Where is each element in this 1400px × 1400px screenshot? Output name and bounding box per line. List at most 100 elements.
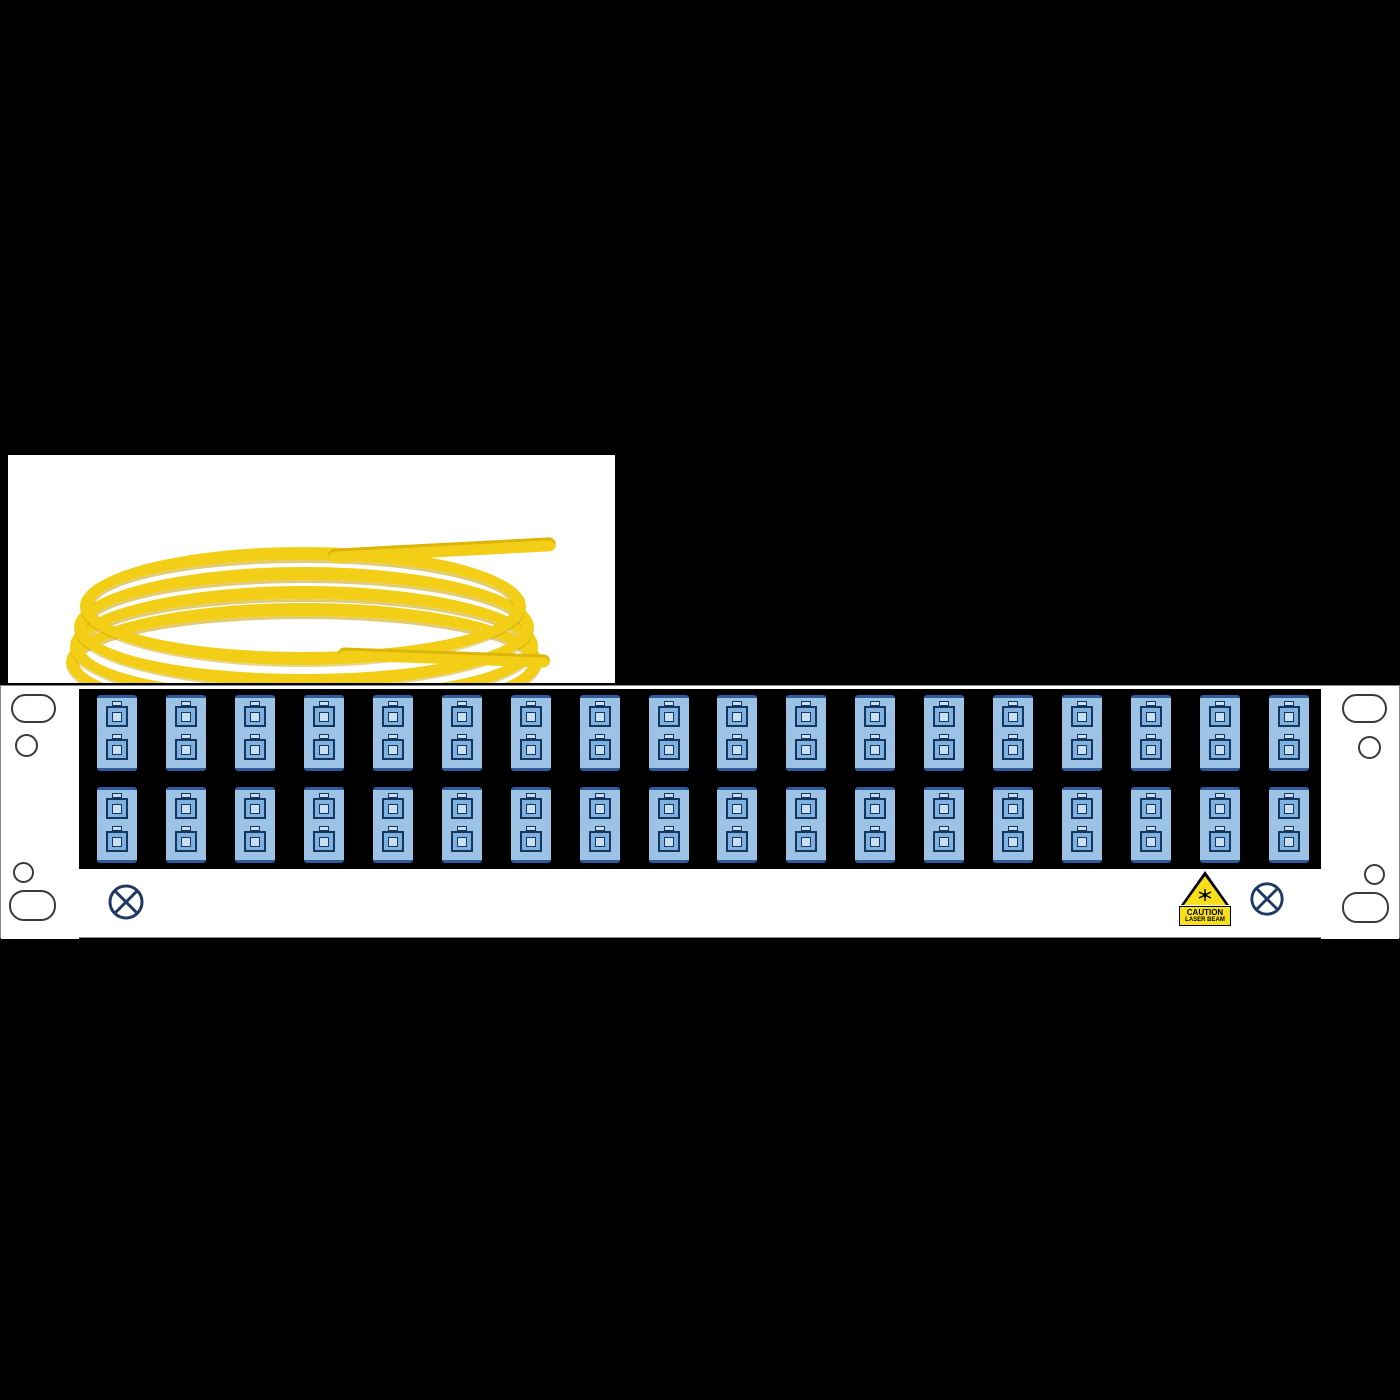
lc-port: [1000, 793, 1026, 824]
lc-duplex-adapter: [1130, 695, 1171, 771]
lc-ferrule-face: [1070, 831, 1093, 852]
lc-duplex-adapter: [166, 787, 207, 863]
lc-duplex-adapter: [510, 695, 551, 771]
lc-latch: [1283, 701, 1294, 706]
lc-ferrule-face: [795, 739, 818, 760]
lc-port: [656, 734, 682, 765]
lc-duplex-adapter: [1268, 695, 1309, 771]
lc-ferrule-face: [726, 798, 749, 819]
lc-port: [449, 734, 475, 765]
lc-port: [862, 701, 888, 732]
mounting-hole: [1364, 864, 1385, 885]
lc-port: [173, 793, 199, 824]
lc-port: [1069, 734, 1095, 765]
mounting-slot: [9, 890, 56, 921]
lc-port: [1138, 826, 1164, 857]
lc-latch: [112, 734, 123, 739]
lc-latch: [1145, 734, 1156, 739]
lc-duplex-adapter: [235, 787, 276, 863]
lc-port: [242, 793, 268, 824]
lc-latch: [870, 701, 881, 706]
lc-ferrule-face: [657, 831, 680, 852]
lc-latch: [870, 826, 881, 831]
lc-latch: [387, 734, 398, 739]
mounting-slot: [11, 694, 56, 723]
lc-latch: [250, 734, 261, 739]
lc-duplex-adapter: [1199, 695, 1240, 771]
lc-ferrule-face: [313, 706, 336, 727]
lc-latch: [1283, 793, 1294, 798]
lc-port: [793, 734, 819, 765]
lc-latch: [663, 734, 674, 739]
lc-duplex-adapter: [441, 787, 482, 863]
lc-latch: [801, 701, 812, 706]
lc-duplex-adapter: [992, 787, 1033, 863]
mounting-ear-left: [1, 686, 79, 939]
lc-duplex-adapter: [579, 787, 620, 863]
lc-latch: [1145, 701, 1156, 706]
mounting-hole: [1358, 736, 1381, 759]
lc-ferrule-face: [588, 739, 611, 760]
lc-port: [724, 734, 750, 765]
lc-duplex-adapter: [717, 787, 758, 863]
lc-duplex-adapter: [1199, 787, 1240, 863]
lc-ferrule-face: [1001, 798, 1024, 819]
lc-latch: [525, 793, 536, 798]
lc-latch: [801, 826, 812, 831]
lc-port: [173, 826, 199, 857]
lc-port: [518, 734, 544, 765]
lc-latch: [939, 734, 950, 739]
lc-ferrule-face: [1070, 798, 1093, 819]
lc-latch: [594, 826, 605, 831]
lc-ferrule-face: [933, 739, 956, 760]
lc-duplex-adapter: [648, 695, 689, 771]
lc-port: [724, 701, 750, 732]
lc-ferrule-face: [795, 706, 818, 727]
lc-port: [173, 701, 199, 732]
lc-ferrule-face: [1277, 706, 1300, 727]
lc-port: [1069, 826, 1095, 857]
lc-ferrule-face: [588, 831, 611, 852]
lc-port: [931, 734, 957, 765]
lc-port: [380, 734, 406, 765]
lc-ferrule-face: [450, 798, 473, 819]
lc-ferrule-face: [864, 706, 887, 727]
lc-port: [1207, 701, 1233, 732]
lc-latch: [594, 734, 605, 739]
lc-latch: [112, 826, 123, 831]
lc-port: [449, 793, 475, 824]
lc-ferrule-face: [244, 798, 267, 819]
lc-latch: [387, 701, 398, 706]
lc-latch: [732, 826, 743, 831]
lc-ferrule-face: [1277, 798, 1300, 819]
lc-latch: [870, 793, 881, 798]
lc-latch: [1145, 793, 1156, 798]
lc-port: [380, 793, 406, 824]
lc-duplex-adapter: [304, 787, 345, 863]
lc-port: [656, 826, 682, 857]
lc-port: [1138, 734, 1164, 765]
lc-port: [587, 793, 613, 824]
cable-loop: [80, 547, 526, 665]
lc-port: [449, 701, 475, 732]
lc-port: [587, 701, 613, 732]
lc-ferrule-face: [175, 798, 198, 819]
lc-ferrule-face: [795, 798, 818, 819]
lc-latch: [112, 701, 123, 706]
lc-duplex-adapter: [855, 787, 896, 863]
lc-duplex-adapter: [786, 787, 827, 863]
lc-port: [242, 701, 268, 732]
lc-duplex-adapter: [1268, 787, 1309, 863]
lc-latch: [250, 826, 261, 831]
ground-symbol-icon: [107, 883, 145, 921]
lc-duplex-adapter: [1130, 787, 1171, 863]
lc-ferrule-face: [864, 798, 887, 819]
lc-latch: [525, 734, 536, 739]
caution-text: CAUTION LASER BEAM: [1179, 906, 1231, 927]
lc-latch: [1076, 701, 1087, 706]
lc-port: [1000, 701, 1026, 732]
lc-port: [1138, 701, 1164, 732]
lc-latch: [456, 793, 467, 798]
lc-port: [724, 826, 750, 857]
lc-latch: [1007, 826, 1018, 831]
